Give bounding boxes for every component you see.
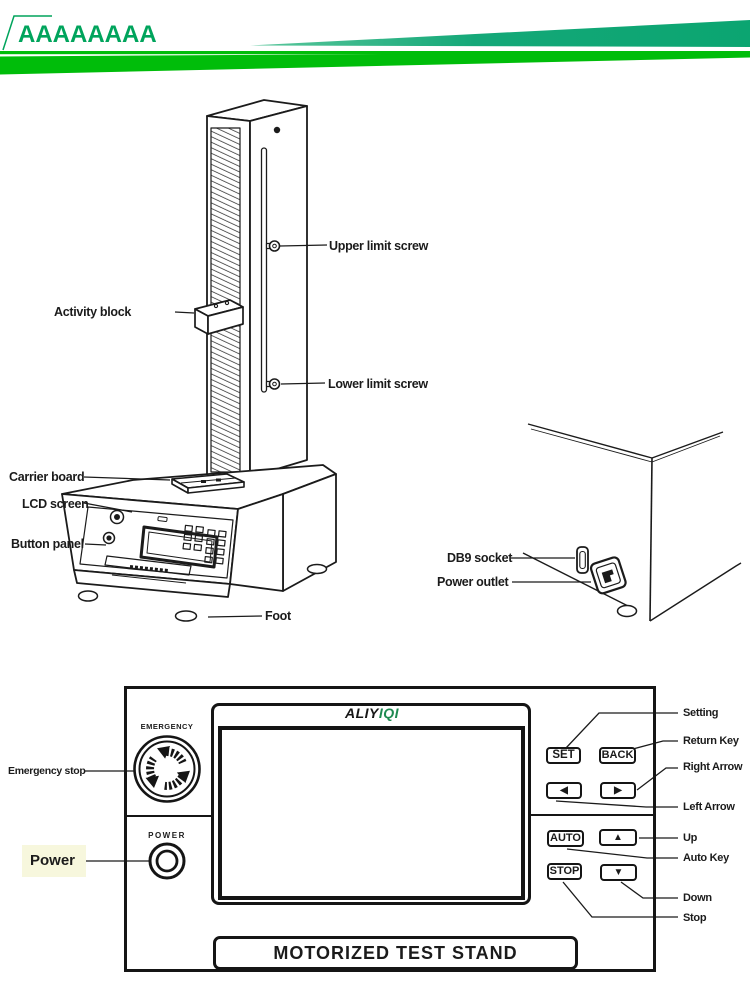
set-button[interactable]: SET bbox=[546, 747, 581, 764]
display-frame bbox=[211, 703, 531, 905]
console-keypad bbox=[182, 524, 227, 565]
emergency-section-label: EMERGENCY bbox=[140, 722, 194, 731]
tower-front-face bbox=[206, 115, 251, 478]
header-bar bbox=[0, 53, 750, 75]
callout-stop: Stop bbox=[683, 912, 707, 924]
footer-nameplate: MOTORIZED TEST STAND bbox=[213, 936, 578, 970]
right-divider bbox=[531, 814, 653, 816]
tower-dot bbox=[273, 126, 281, 134]
control-panel bbox=[124, 686, 656, 972]
lead-screw-hatch bbox=[210, 127, 241, 473]
header-wedge bbox=[250, 20, 750, 47]
rear-corner-drawing bbox=[522, 423, 742, 622]
base-skirt bbox=[73, 569, 231, 598]
label-lower-limit-screw: Lower limit screw bbox=[328, 377, 428, 391]
callout-return-key: Return Key bbox=[683, 735, 739, 747]
up-arrow-button[interactable]: ▲ bbox=[599, 829, 637, 846]
label-foot: Foot bbox=[265, 609, 291, 623]
right-arrow-button[interactable]: ▶ bbox=[600, 782, 636, 799]
upper-limit-screw-drawing bbox=[265, 240, 281, 252]
back-button[interactable]: BACK bbox=[599, 747, 636, 764]
callout-auto-key: Auto Key bbox=[683, 852, 729, 864]
tower-drawing bbox=[194, 99, 308, 478]
lcd-display bbox=[218, 726, 525, 900]
callout-left-arrow: Left Arrow bbox=[683, 801, 735, 813]
foot-right bbox=[306, 563, 328, 575]
callout-up: Up bbox=[683, 832, 698, 844]
foot-left bbox=[77, 590, 99, 602]
label-carrier-board: Carrier board bbox=[9, 470, 85, 484]
left-divider bbox=[127, 815, 211, 817]
label-lcd-screen: LCD screen bbox=[22, 497, 89, 511]
carrier-board-drawing bbox=[171, 473, 245, 494]
brand-logo: ALIYIQI bbox=[212, 705, 532, 721]
power-label-highlight bbox=[22, 845, 86, 877]
foot-middle bbox=[174, 610, 198, 622]
brand-logo-suffix: IQI bbox=[378, 705, 400, 721]
label-activity-block: Activity block bbox=[54, 305, 132, 319]
lower-limit-screw-drawing bbox=[265, 378, 281, 390]
base-connector-face bbox=[229, 493, 284, 592]
console-strip bbox=[104, 555, 192, 576]
callout-setting: Setting bbox=[683, 707, 719, 719]
console-panel-drawing bbox=[79, 506, 234, 584]
callout-down: Down bbox=[683, 892, 712, 904]
callout-power: Power bbox=[30, 852, 76, 869]
tower-side-face bbox=[249, 105, 308, 478]
activity-block-drawing bbox=[194, 299, 244, 335]
label-button-panel: Button panel bbox=[11, 537, 84, 551]
base-drawing bbox=[61, 464, 337, 622]
base-right-face bbox=[282, 473, 337, 592]
power-outlet-drawing bbox=[589, 556, 627, 595]
db9-socket-drawing bbox=[576, 546, 589, 574]
console-knob-2 bbox=[102, 531, 116, 545]
console-badge bbox=[157, 516, 168, 522]
left-arrow-button[interactable]: ◀ bbox=[546, 782, 582, 799]
stop-button[interactable]: STOP bbox=[547, 863, 582, 880]
console-knob-1 bbox=[109, 509, 125, 525]
header-thin-line bbox=[0, 51, 750, 55]
auto-button[interactable]: AUTO bbox=[547, 830, 584, 847]
callout-right-arrow: Right Arrow bbox=[683, 761, 743, 773]
base-top-face bbox=[61, 464, 337, 510]
brand-logo-prefix: ALIY bbox=[344, 705, 379, 721]
page-title: AAAAAAAA bbox=[18, 21, 157, 48]
header-decoration bbox=[0, 15, 750, 75]
label-db9-socket: DB9 socket bbox=[447, 551, 513, 565]
tower-top-face bbox=[206, 99, 308, 122]
callout-emergency-stop: Emergency stop bbox=[8, 765, 86, 777]
label-upper-limit-screw: Upper limit screw bbox=[329, 239, 429, 253]
limit-slot bbox=[260, 147, 268, 393]
power-section-label: POWER bbox=[148, 831, 186, 840]
rear-foot bbox=[616, 604, 638, 618]
console-lcd bbox=[139, 525, 219, 569]
label-power-outlet: Power outlet bbox=[437, 575, 509, 589]
header-slash bbox=[2, 15, 52, 51]
down-arrow-button[interactable]: ▼ bbox=[600, 864, 637, 881]
